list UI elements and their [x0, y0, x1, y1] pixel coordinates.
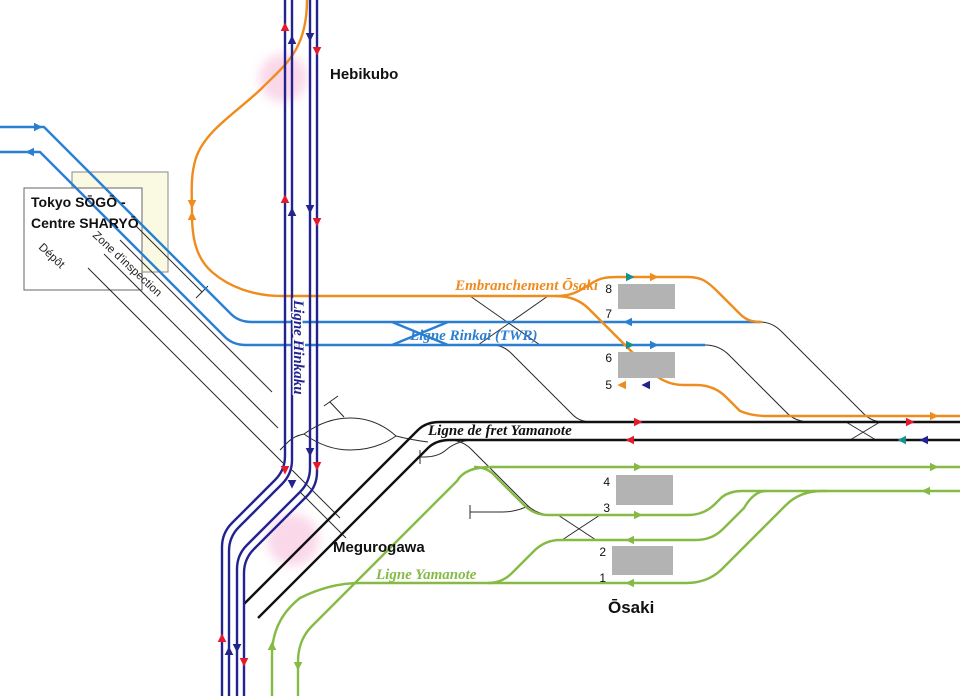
branch-track-5 — [555, 294, 960, 418]
platform-number-6: 6 — [605, 351, 612, 365]
platform-number-3: 3 — [603, 501, 610, 515]
branch-track-8 — [555, 275, 763, 324]
yamanote-track-3-east — [548, 489, 826, 517]
yamanote-track-2-east — [560, 489, 767, 542]
hinkaku-track-3 — [235, 0, 312, 696]
fret-track-north — [243, 420, 960, 605]
rinkai-line-label: Ligne Rinkai (TWR) — [409, 328, 538, 344]
yamanote-track-1 — [270, 489, 960, 696]
platform-number-1: 1 — [599, 571, 606, 585]
embranchement-osaki-tracks — [190, 0, 960, 418]
hinkaku-track-2 — [227, 0, 294, 696]
depot-title-line1: Tokyo SŌGŌ - — [31, 193, 126, 210]
fret-yamanote-tracks — [243, 420, 960, 619]
platform-number-8: 8 — [605, 282, 612, 296]
switch-connector-tracks — [279, 295, 885, 541]
platform-number-5: 5 — [605, 378, 612, 392]
platform-2-1 — [612, 546, 673, 575]
rinkai-track-7 — [0, 125, 760, 324]
platform-8-7 — [618, 284, 675, 309]
megurogawa-station-halo — [267, 514, 319, 566]
depot-title-line2: Centre SHARYŌ — [31, 214, 139, 231]
direction-arrows-green — [267, 462, 939, 671]
yamanote-track-2-west — [487, 538, 561, 585]
fret-track-south — [257, 438, 960, 619]
fret-line-label: Ligne de fret Yamanote — [427, 423, 572, 439]
yamanote-line-label: Ligne Yamanote — [375, 567, 477, 583]
osaki-station-label: Ōsaki — [608, 598, 654, 617]
hinkaku-line-tracks — [220, 0, 319, 696]
platform-6-5 — [618, 352, 675, 378]
hinkaku-line-label: Ligne Hinkaku — [290, 299, 306, 395]
hebikubo-station-halo — [259, 54, 307, 102]
platforms: 8 7 6 5 4 3 2 1 — [599, 282, 675, 585]
hinkaku-track-4 — [242, 0, 319, 696]
megurogawa-station-label: Megurogawa — [333, 539, 425, 556]
rinkai-crossover — [391, 320, 449, 347]
platform-number-4: 4 — [603, 475, 610, 489]
rinkai-line-tracks — [0, 125, 760, 347]
branch-main — [190, 0, 556, 298]
yamanote-line-tracks — [270, 465, 960, 696]
hinkaku-track-1 — [220, 0, 287, 696]
rinkai-track-6 — [0, 150, 705, 347]
platform-number-2: 2 — [599, 545, 606, 559]
platform-number-7: 7 — [605, 307, 612, 321]
platform-4-3 — [616, 475, 673, 505]
yamanote-track-3-west — [473, 465, 549, 517]
embranchement-line-label: Embranchement Ōsaki — [454, 278, 599, 294]
hebikubo-station-label: Hebikubo — [330, 66, 398, 83]
